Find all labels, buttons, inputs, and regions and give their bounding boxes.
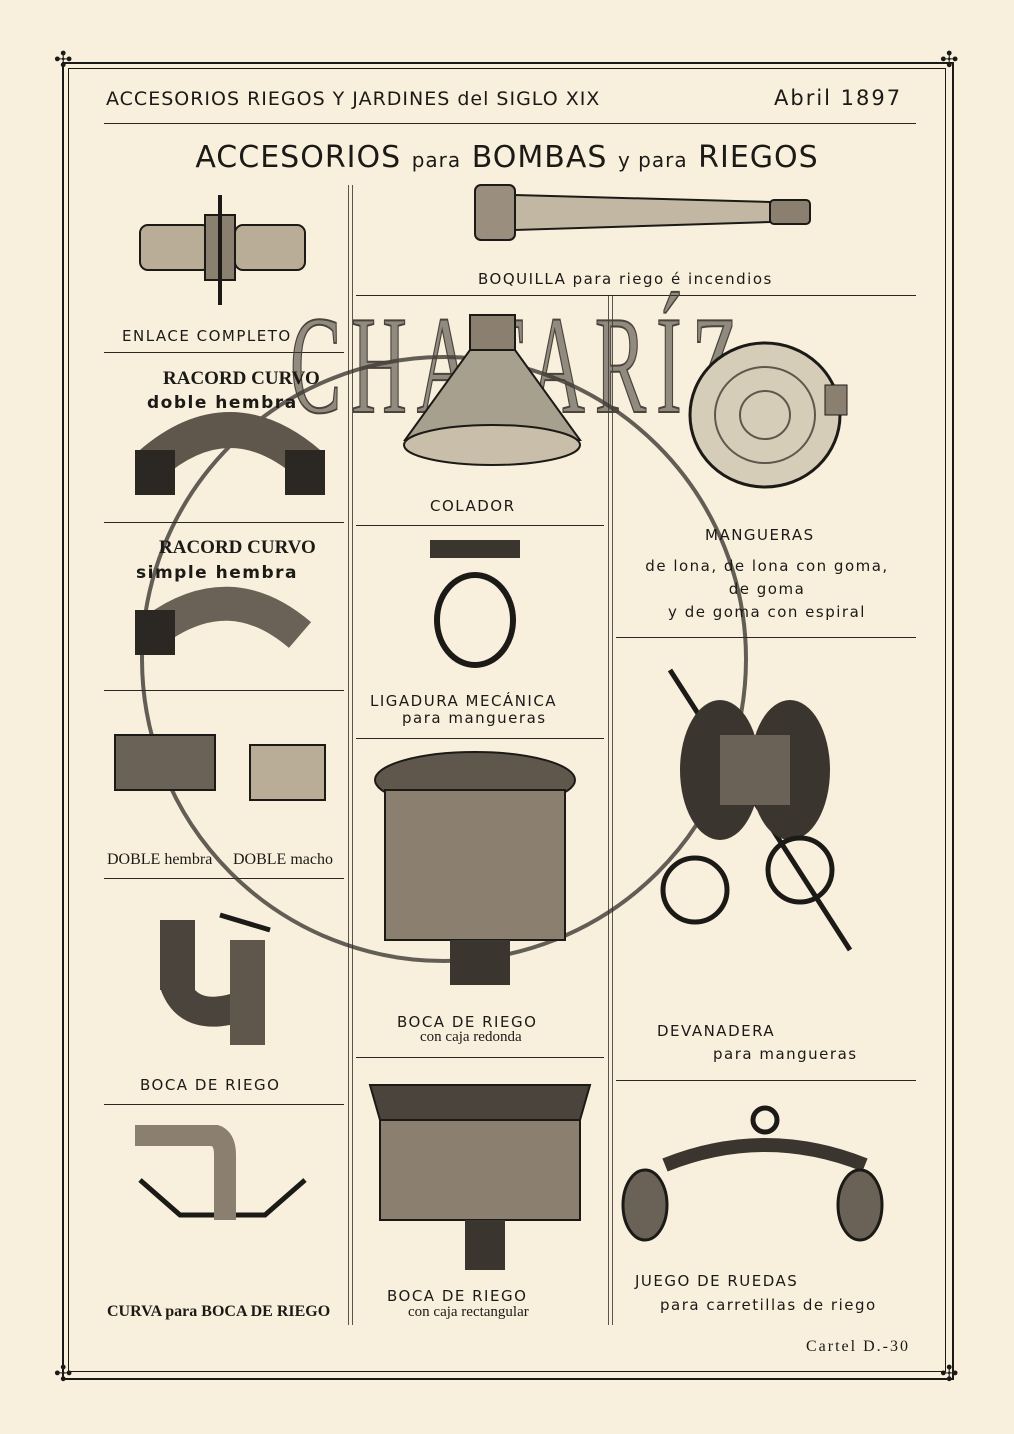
- label-racord-simple: RACORD CURVO: [159, 537, 316, 558]
- label-boca-rect: BOCA DE RIEGO: [387, 1287, 528, 1305]
- label-devanadera: DEVANADERA: [657, 1022, 776, 1040]
- outer-border: [62, 62, 954, 1380]
- label-doble-hembra: DOBLE hembra: [107, 851, 213, 868]
- label-boca-redonda-sub: con caja redonda: [420, 1029, 522, 1045]
- label-boca-riego: BOCA DE RIEGO: [140, 1076, 281, 1094]
- fleuron-icon: ✣: [940, 1362, 959, 1387]
- label-mangueras-sub: de lona, de lona con goma,: [645, 557, 889, 575]
- label-devanadera-sub: para mangueras: [713, 1045, 858, 1063]
- row-rule: [104, 1104, 344, 1105]
- label-boca-redonda: BOCA DE RIEGO: [397, 1013, 538, 1031]
- page-title: ACCESORIOS para BOMBAS y para RIEGOS: [0, 140, 1014, 175]
- label-enlace: ENLACE COMPLETO: [122, 327, 292, 345]
- label-ligadura-sub: para mangueras: [402, 709, 547, 727]
- label-ruedas-sub: para carretillas de riego: [660, 1296, 877, 1314]
- double-couplings-illustration: [114, 734, 326, 801]
- curved-coupling-double-illustration: [135, 412, 325, 495]
- title-part: y para: [617, 148, 688, 172]
- title-part: RIEGOS: [698, 140, 819, 175]
- row-rule: [356, 295, 916, 296]
- inner-border: [68, 68, 946, 1372]
- row-rule: [356, 1057, 604, 1058]
- row-rule: [104, 878, 344, 879]
- title-part: BOMBAS: [471, 140, 608, 175]
- date: Abril 1897: [774, 86, 903, 110]
- label-mangueras: MANGUERAS: [705, 526, 815, 544]
- label-curva: CURVA para BOCA DE RIEGO: [107, 1303, 331, 1320]
- label-colador: COLADOR: [430, 497, 516, 515]
- label-boca-rect-sub: con caja rectangular: [408, 1304, 529, 1320]
- label-ligadura: LIGADURA MECÁNICA: [370, 692, 558, 710]
- curved-coupling-single-illustration: [135, 586, 312, 655]
- title-part: ACCESORIOS: [195, 140, 402, 175]
- label-racord-doble: RACORD CURVO: [163, 368, 320, 389]
- label-doble-macho: DOBLE macho: [233, 851, 333, 868]
- footer-label: Cartel D.-30: [806, 1338, 910, 1355]
- label-ruedas: JUEGO DE RUEDAS: [635, 1272, 799, 1290]
- watermark-seal: [140, 355, 748, 963]
- fleuron-icon: ✣: [940, 48, 959, 73]
- row-rule: [104, 352, 344, 353]
- wheel-set-illustration: [621, 1105, 884, 1242]
- label-mangueras-sub: de goma: [728, 580, 806, 598]
- label-mangueras-sub: y de goma con espiral: [668, 603, 866, 621]
- hose-clamp-illustration: [430, 540, 520, 668]
- strainer-illustration: [403, 314, 582, 466]
- title-part: para: [411, 148, 462, 172]
- hose-reel-illustration: [660, 668, 853, 952]
- hydrant-tap-illustration: [160, 912, 271, 1045]
- row-rule: [616, 637, 916, 638]
- label-racord-simple-sub: simple hembra: [136, 563, 298, 583]
- row-rule: [616, 1080, 916, 1081]
- nozzle-illustration: [474, 184, 811, 241]
- header-rule: [104, 123, 916, 124]
- series-title: ACCESORIOS RIEGOS Y JARDINES del SIGLO X…: [106, 88, 601, 110]
- curve-fitting-illustration: [135, 1125, 307, 1220]
- fleuron-icon: ✣: [54, 48, 73, 73]
- hose-coupling-illustration: [139, 195, 306, 305]
- round-hydrant-box-illustration: [374, 751, 576, 985]
- hose-roll-illustration: [688, 341, 848, 489]
- label-racord-doble-sub: doble hembra: [147, 393, 298, 413]
- fleuron-icon: ✣: [54, 1362, 73, 1387]
- rectangular-hydrant-box-illustration: [368, 1084, 592, 1270]
- label-boquilla: BOQUILLA para riego é incendios: [478, 270, 773, 288]
